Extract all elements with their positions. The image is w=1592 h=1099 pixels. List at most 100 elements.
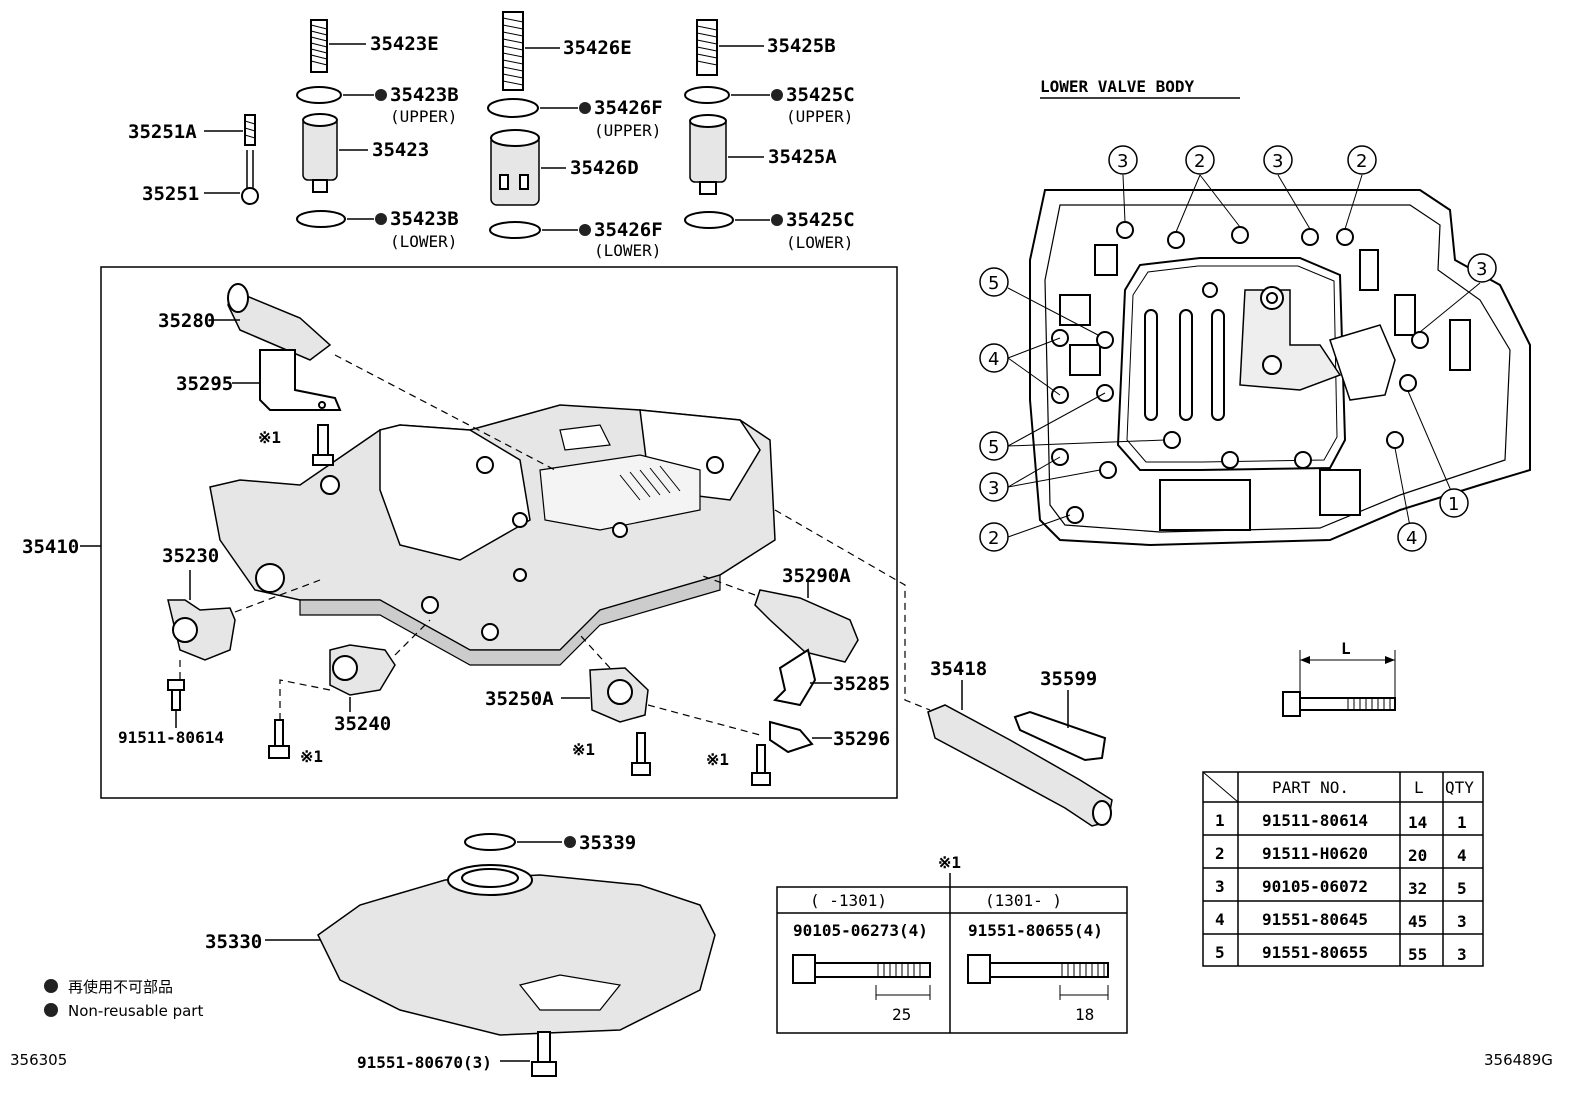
label-35240: 35240	[334, 713, 391, 735]
bolt-table-row: 5 91551-80655 55 3	[1215, 943, 1467, 964]
label-35423E: 35423E	[370, 33, 439, 55]
note-35425C-lower: (LOWER)	[786, 233, 853, 252]
bolt-variant-left-range: ( -1301)	[810, 891, 887, 910]
svg-text:1: 1	[1448, 494, 1459, 515]
label-91551-80670: 91551-80670(3)	[357, 1053, 492, 1072]
svg-text:5: 5	[988, 273, 999, 294]
non-reusable-mark-icon	[375, 89, 387, 101]
svg-text:3: 3	[988, 478, 999, 499]
valve-body-assembly	[209, 404, 776, 666]
svg-text:3: 3	[1215, 877, 1225, 896]
bracket-35295	[232, 349, 342, 411]
note-35426F-lower: (LOWER)	[594, 241, 661, 260]
svg-text:1: 1	[1215, 811, 1225, 830]
bolt-table-row: 2 91511-H0620 20 4	[1215, 844, 1467, 865]
bolt-variant-right-part: 91551-80655(4)	[968, 921, 1103, 940]
sleeve-35426D	[490, 129, 566, 206]
svg-text:4: 4	[1457, 846, 1467, 865]
label-35230: 35230	[162, 545, 219, 567]
oring-35423B-lower	[296, 210, 346, 228]
bolt-variant-right-drawing	[967, 954, 1109, 1000]
label-35290A: 35290A	[782, 565, 851, 587]
oring-35426F-lower	[489, 221, 541, 239]
svg-text:3: 3	[1117, 151, 1128, 172]
non-reusable-mark-icon	[771, 214, 783, 226]
note-35426F-upper: (UPPER)	[594, 121, 661, 140]
non-reusable-mark-icon	[771, 89, 783, 101]
label-35425A: 35425A	[768, 146, 837, 168]
mark-star1-d: ※1	[706, 750, 729, 769]
bolt-variant-left-part: 90105-06273(4)	[793, 921, 928, 940]
label-35599: 35599	[1040, 668, 1097, 690]
svg-text:5: 5	[988, 437, 999, 458]
svg-text:2: 2	[988, 528, 999, 549]
svg-text:5: 5	[1215, 943, 1225, 962]
svg-text:32: 32	[1408, 879, 1427, 898]
bolt-variant-right-range: (1301- )	[985, 891, 1062, 910]
label-35425B: 35425B	[767, 35, 836, 57]
spring-35251A	[204, 114, 256, 146]
label-35410: 35410	[22, 536, 79, 558]
sleeve-35423	[302, 113, 368, 193]
bolt-table-header-qty: QTY	[1445, 778, 1474, 797]
svg-text:90105-06072: 90105-06072	[1262, 877, 1368, 896]
svg-text:45: 45	[1408, 912, 1427, 931]
mark-star1-c: ※1	[572, 740, 595, 759]
svg-text:14: 14	[1408, 813, 1427, 832]
oring-35425C-upper	[684, 86, 730, 104]
bolt-variants-table	[776, 886, 1128, 1034]
label-35423: 35423	[372, 139, 429, 161]
svg-text:2: 2	[1356, 151, 1367, 172]
non-reusable-mark-icon	[44, 1003, 58, 1017]
bolt-variant-left-drawing	[792, 954, 931, 1000]
svg-text:3: 3	[1476, 259, 1487, 280]
bolt-table-row: 4 91551-80645 45 3	[1215, 910, 1467, 931]
callout-3a: 3	[1108, 145, 1138, 175]
mark-star1-b: ※1	[300, 747, 323, 766]
tube-35418	[927, 680, 1113, 827]
label-91511-80614: 91511-80614	[118, 728, 224, 747]
callout-2a: 2	[1185, 145, 1215, 175]
label-35418: 35418	[930, 658, 987, 680]
bolt-variant-left-dim: 25	[892, 1005, 911, 1024]
solenoid-35240	[279, 619, 431, 720]
valve-body-frame	[100, 266, 898, 799]
oil-strainer-35330	[265, 864, 716, 1036]
label-35250A: 35250A	[485, 688, 554, 710]
svg-text:2: 2	[1215, 844, 1225, 863]
bolt-length-drawing	[1282, 650, 1396, 717]
label-35296: 35296	[833, 728, 890, 750]
legend-jp: 再使用不可部品	[68, 978, 173, 996]
bolt-star1-a	[312, 424, 334, 466]
figure-code-right: 356489G	[1484, 1051, 1553, 1069]
label-35426E: 35426E	[563, 37, 632, 59]
label-35295: 35295	[176, 373, 233, 395]
svg-text:3: 3	[1457, 945, 1467, 964]
note-35425C-upper: (UPPER)	[786, 107, 853, 126]
solenoid-35250A	[561, 634, 761, 736]
svg-text:4: 4	[988, 349, 999, 370]
bolt-91511-80614	[167, 679, 185, 728]
bolt-table-header-part: PART NO.	[1272, 778, 1349, 797]
label-35425C-upper: 35425C	[786, 84, 855, 106]
label-35251A: 35251A	[128, 121, 197, 143]
callout-4a: 4	[979, 343, 1009, 373]
label-35339: 35339	[579, 832, 636, 854]
sleeve-35425A	[689, 114, 764, 195]
svg-text:4: 4	[1215, 910, 1225, 929]
solenoid-35280	[210, 283, 332, 361]
bolt-table-row: 1 91511-80614 14 1	[1215, 811, 1467, 832]
svg-text:3: 3	[1457, 912, 1467, 931]
legend-en: Non-reusable part	[68, 1002, 203, 1020]
bracket-35285	[772, 648, 832, 707]
bolt-91551-80670	[500, 1031, 557, 1077]
callout-5b: 5	[979, 431, 1009, 461]
callout-4b: 4	[1397, 522, 1427, 552]
svg-text:55: 55	[1408, 945, 1427, 964]
non-reusable-mark-icon	[579, 102, 591, 114]
label-35423B-upper: 35423B	[390, 84, 459, 106]
non-reusable-mark-icon	[564, 836, 576, 848]
svg-text:91511-H0620: 91511-H0620	[1262, 844, 1368, 863]
callout-2c: 2	[979, 522, 1009, 552]
